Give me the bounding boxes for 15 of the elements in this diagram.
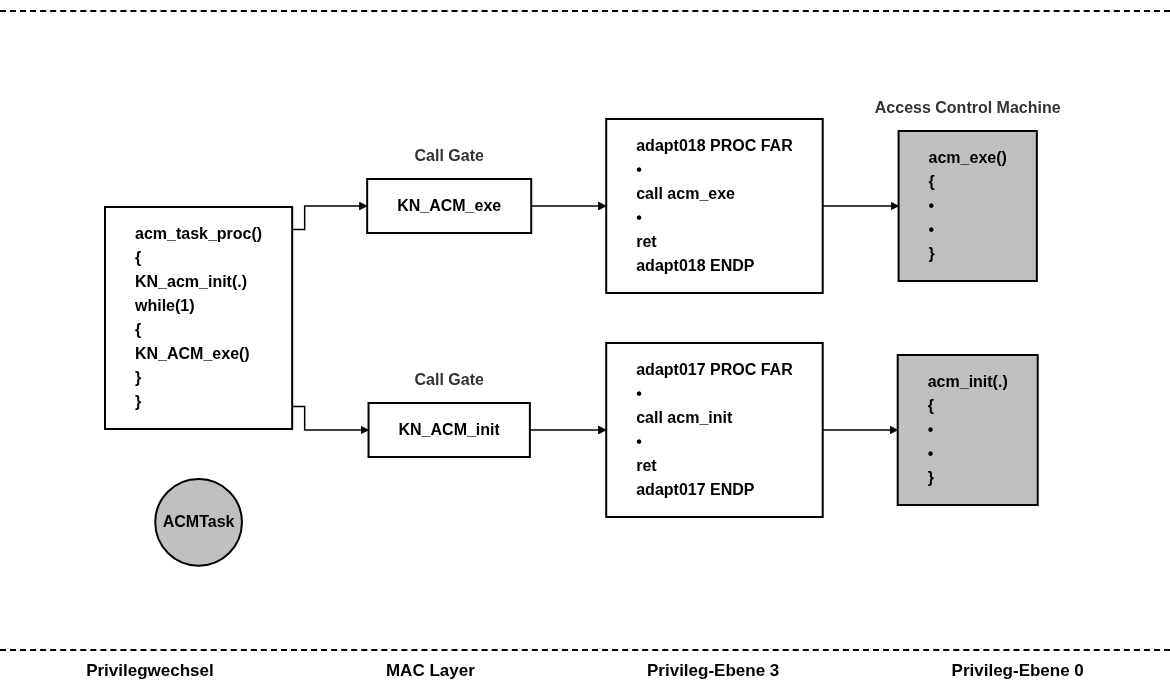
layer-label: Privilegwechsel [86, 661, 214, 681]
node-box: adapt017 PROC FAR • call acm_init • ret adapt017 ENDP [605, 341, 824, 518]
node-box: KN_ACM_init [367, 401, 532, 458]
node-label: Call Gate [414, 146, 485, 164]
layer-label: Privileg-Ebene 0 [951, 661, 1084, 681]
node-box: acm_task_proc() { KN_acm_init(.) while(1) { KN_ACM_exe() } } [104, 205, 294, 430]
node-circle: ACMTask [154, 477, 244, 567]
node-box: KN_ACM_exe [366, 177, 533, 234]
node-label: Call Gate [414, 370, 485, 388]
node-box: acm_exe() { • • } [897, 129, 1039, 282]
layer-label: Privileg-Ebene 3 [647, 661, 780, 681]
node-box: adapt018 PROC FAR • call acm_exe • ret adapt018 ENDP [605, 117, 824, 294]
node-label: Access Control Machine [874, 98, 1061, 116]
layer-label: MAC Layer [385, 661, 475, 681]
node-box: acm_init(.) { • • } [896, 353, 1039, 506]
